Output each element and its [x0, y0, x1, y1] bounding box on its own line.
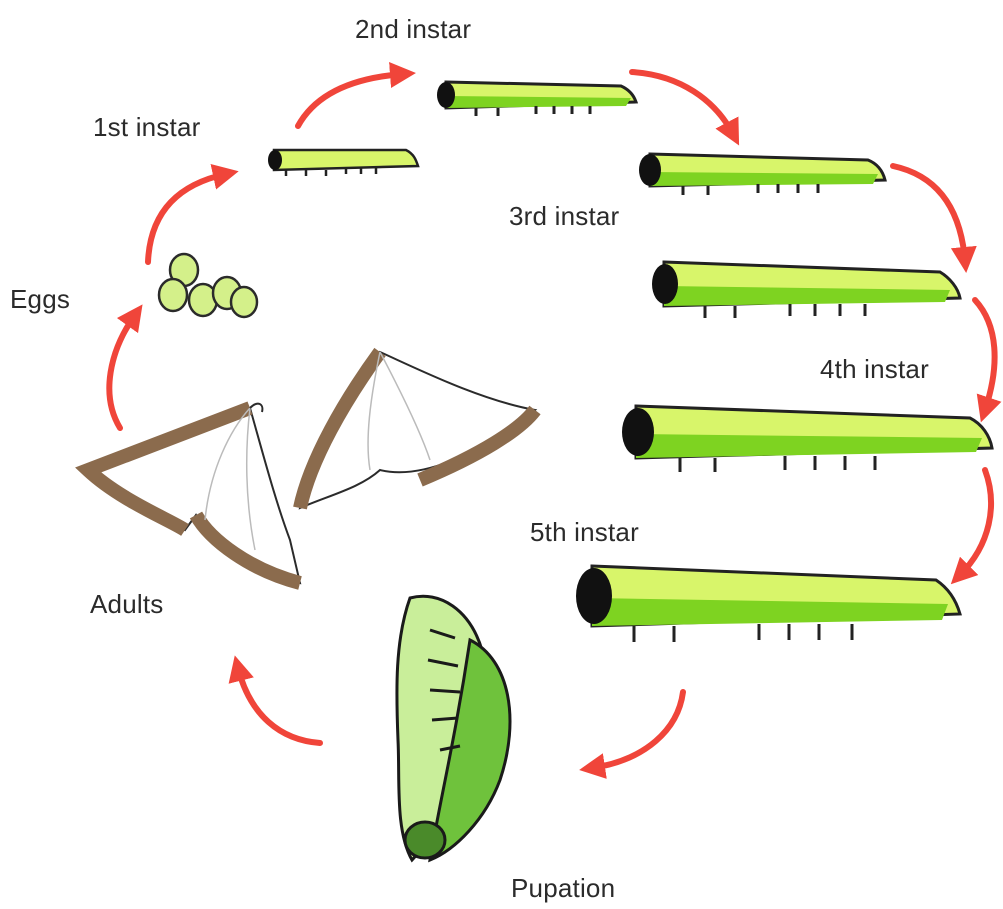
larva-fourth-instar-lower [622, 406, 992, 472]
arrow-pupation-to-adults [238, 668, 320, 743]
arrow-third-to-fourth-instar [893, 166, 965, 260]
eggs-cluster [159, 254, 257, 317]
pupa [397, 596, 510, 860]
arrow-fourth-to-fifth-instar-upper [975, 300, 995, 410]
arrow-fourth-to-fifth-instar-lower [960, 470, 991, 575]
label-adults: Adults [90, 589, 163, 620]
label-first-instar: 1st instar [93, 112, 201, 143]
label-third-instar: 3rd instar [509, 201, 619, 232]
larva-third-instar [639, 154, 885, 195]
arrow-fifth-instar-to-pupation [592, 692, 683, 768]
label-fifth-instar: 5th instar [530, 517, 639, 548]
arrow-eggs-to-first-instar [148, 174, 226, 262]
larva-second-instar [437, 82, 636, 116]
arrow-first-to-second-instar [298, 74, 403, 126]
label-eggs: Eggs [10, 284, 70, 315]
label-fourth-instar: 4th instar [820, 354, 929, 385]
arrow-second-to-third-instar [632, 72, 733, 134]
label-second-instar: 2nd instar [355, 14, 471, 45]
adult-moth-right [300, 352, 535, 508]
larva-fourth-instar-upper [652, 262, 960, 318]
arrow-adults-to-eggs [109, 315, 135, 428]
label-pupation: Pupation [511, 873, 615, 904]
larva-first-instar [268, 150, 418, 176]
larva-fifth-instar [576, 566, 960, 642]
